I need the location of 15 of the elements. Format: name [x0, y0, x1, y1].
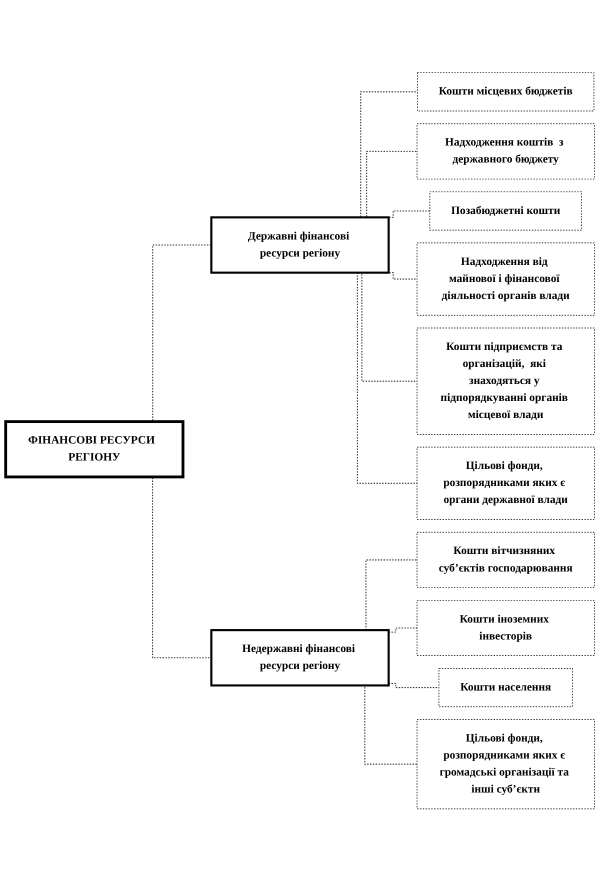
node-box: Кошти населення [438, 668, 573, 707]
node-box: ФІНАНСОВІ РЕСУРСИ РЕГІОНУ [4, 420, 184, 478]
node-box: Кошти вітчизняних суб’єктів господарювання [416, 532, 595, 588]
node-box: Позабюджетні кошти [429, 191, 582, 230]
node-box: Кошти місцевих бюджетів [417, 72, 594, 112]
node-box: Надходження від майнової і фінансової діяльності органів влади [416, 242, 595, 316]
node-box: Недержавні фінансові ресурси регіону [210, 628, 390, 686]
connector [388, 627, 418, 632]
connector [388, 682, 439, 688]
node-box: Цільові фонди, розпорядниками яких є громадські організації та інші суб’єкти [416, 718, 595, 809]
node-box: Цільові фонди, розпорядниками яких є органи державної влади [416, 446, 595, 520]
node-box: Державні фінансові ресурси регіону [210, 216, 390, 274]
node-box: Надходження коштів з державного бюджету [416, 123, 595, 180]
node-box: Кошти підприємств та організацій, які знаходяться у підпорядкуванні органів місцевої влади [416, 327, 595, 434]
node-box: Кошти іноземних інвесторів [416, 600, 595, 656]
